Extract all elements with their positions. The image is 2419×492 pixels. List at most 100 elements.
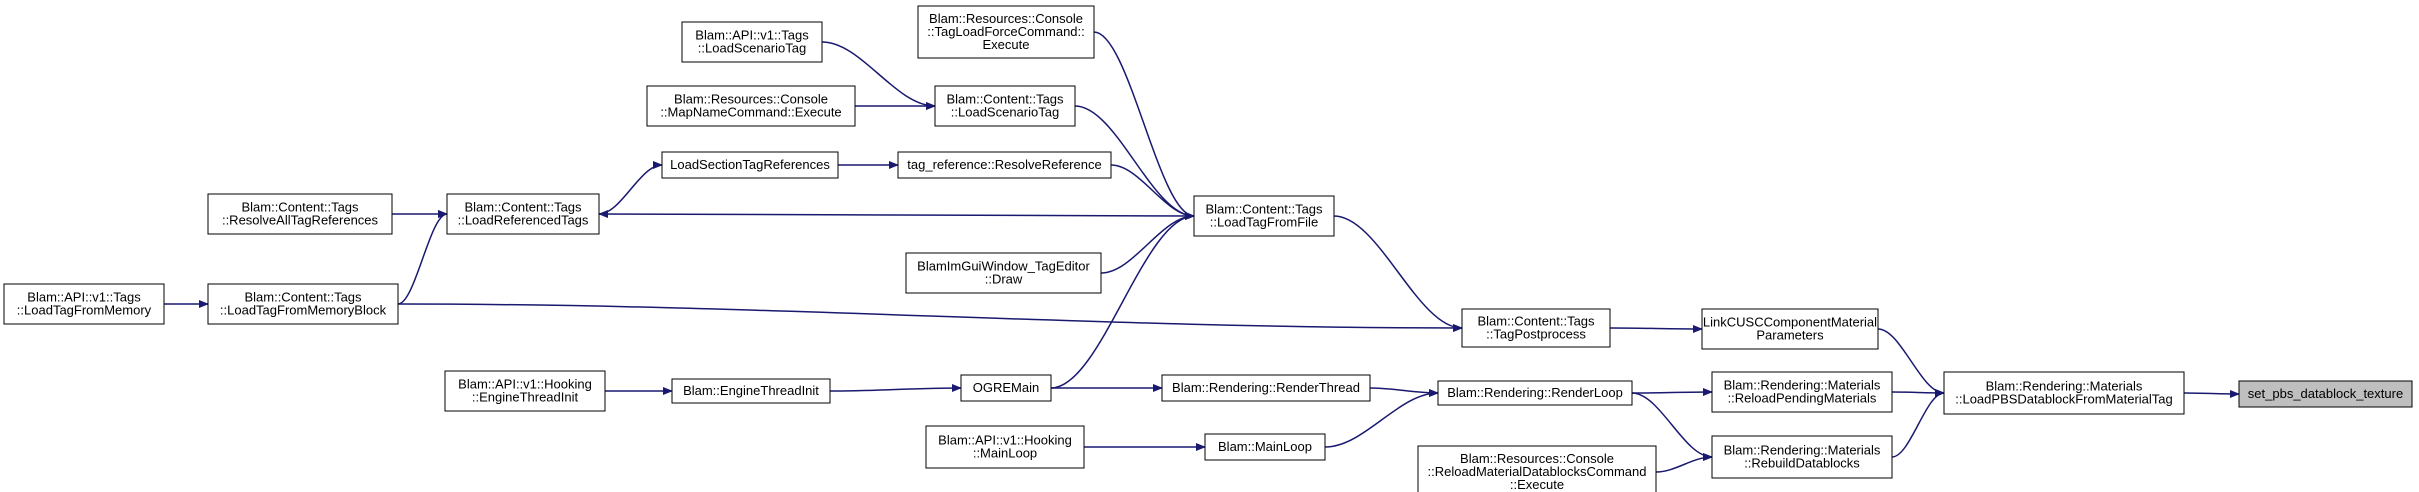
node-label-line: tag_reference::ResolveReference	[907, 157, 1101, 172]
node-label-line: Blam::Rendering::Materials	[1724, 443, 1881, 458]
node-load-section-tag-references[interactable]: LoadSectionTagReferences	[661, 151, 839, 179]
edge-render-loop-to-reload-pending	[1631, 388, 1713, 397]
node-render-loop[interactable]: Blam::Rendering::RenderLoop	[1437, 380, 1633, 406]
edge-reload-material-cmd-to-rebuild-datablocks	[1655, 453, 1713, 473]
node-label-line: ::RebuildDatablocks	[1744, 456, 1860, 471]
node-box[interactable]	[897, 151, 1112, 179]
edge-reload-pending-to-load-pbs	[1891, 388, 1945, 397]
node-box[interactable]	[1943, 371, 2185, 415]
node-box[interactable]	[1711, 435, 1893, 479]
node-map-name-command[interactable]: Blam::Resources::Console::MapNameCommand…	[646, 85, 856, 127]
node-load-pbs[interactable]: Blam::Rendering::Materials::LoadPBSDatab…	[1943, 371, 2185, 415]
edge-load-referenced-tags-to-load-section-tag-references	[598, 161, 663, 215]
node-hooking-engine-thread-init[interactable]: Blam::API::v1::Hooking::EngineThreadInit	[444, 370, 606, 412]
node-label-line: ::ResolveAllTagReferences	[222, 213, 379, 228]
node-label-line: Blam::Rendering::RenderThread	[1172, 380, 1360, 395]
node-load-referenced-tags[interactable]: Blam::Content::Tags::LoadReferencedTags	[446, 193, 600, 235]
node-label-line: ::Execute	[1510, 477, 1564, 492]
node-box[interactable]	[681, 21, 823, 63]
node-render-thread[interactable]: Blam::Rendering::RenderThread	[1161, 374, 1371, 402]
edge-rebuild-datablocks-to-load-pbs	[1891, 389, 1945, 458]
node-label-line: Blam::Content::Tags	[946, 92, 1064, 107]
node-label-line: Blam::Rendering::Materials	[1986, 379, 2143, 394]
node-box[interactable]	[1204, 433, 1326, 461]
node-label-line: Blam::Content::Tags	[244, 290, 362, 305]
node-set-pbs[interactable]: set_pbs_datablock_texture	[2238, 380, 2413, 408]
node-label-line: ::Draw	[985, 272, 1023, 287]
node-box[interactable]	[2238, 380, 2413, 408]
node-tag-postprocess[interactable]: Blam::Content::Tags::TagPostprocess	[1461, 308, 1611, 348]
node-label-line: Blam::Resources::Console	[929, 11, 1083, 26]
node-label-line: Blam::EngineThreadInit	[683, 383, 819, 398]
node-box[interactable]	[646, 85, 856, 127]
edge-engine-thread-init-to-ogremain	[829, 384, 962, 393]
node-reload-pending[interactable]: Blam::Rendering::Materials::ReloadPendin…	[1711, 371, 1893, 413]
node-load-scenario-tag[interactable]: Blam::Content::Tags::LoadScenarioTag	[934, 85, 1076, 127]
node-box[interactable]	[446, 193, 600, 235]
edge-tag-load-force-command-to-load-tag-from-file	[1093, 31, 1195, 220]
node-label-line: Blam::API::v1::Hooking	[938, 433, 1072, 448]
edge-load-tag-from-memory-block-to-load-referenced-tags	[397, 210, 448, 305]
node-label-line: ::MainLoop	[973, 446, 1037, 461]
node-apiload-scenario-tag[interactable]: Blam::API::v1::Tags::LoadScenarioTag	[681, 21, 823, 63]
node-resolve-reference[interactable]: tag_reference::ResolveReference	[897, 151, 1112, 179]
node-ogremain[interactable]: OGREMain	[960, 374, 1052, 402]
node-box[interactable]	[1437, 380, 1633, 406]
edge-apiload-scenario-tag-to-load-scenario-tag	[821, 41, 936, 110]
edge-load-tag-from-memory-block-to-tag-postprocess	[397, 303, 1463, 332]
node-label-line: Blam::Rendering::Materials	[1724, 378, 1881, 393]
node-box[interactable]	[207, 283, 399, 325]
node-label-line: ::LoadPBSDatablockFromMaterialTag	[1955, 392, 2173, 407]
node-box[interactable]	[671, 378, 831, 404]
node-label-line: ::MapNameCommand::Execute	[660, 105, 841, 120]
node-box[interactable]	[960, 374, 1052, 402]
node-label-line: ::LoadReferencedTags	[458, 213, 589, 228]
node-blam-im-gui-draw[interactable]: BlamImGuiWindow_TagEditor::Draw	[905, 252, 1102, 294]
edges-layer	[163, 31, 2240, 473]
node-box[interactable]	[934, 85, 1076, 127]
node-box[interactable]	[1711, 371, 1893, 413]
node-box[interactable]	[3, 283, 165, 325]
node-resolve-all-tag-references[interactable]: Blam::Content::Tags::ResolveAllTagRefere…	[207, 193, 393, 235]
node-box[interactable]	[905, 252, 1102, 294]
node-label-line: LinkCUSCComponentMaterial	[1703, 315, 1877, 330]
node-label-line: ::ReloadMaterialDatablocksCommand	[1428, 464, 1647, 479]
node-box[interactable]	[1461, 308, 1611, 348]
node-box[interactable]	[207, 193, 393, 235]
node-tag-load-force-command[interactable]: Blam::Resources::Console::TagLoadForceCo…	[917, 5, 1095, 59]
node-label-line: Blam::Resources::Console	[674, 92, 828, 107]
node-label-line: ::TagPostprocess	[1486, 327, 1586, 342]
node-load-tag-from-file[interactable]: Blam::Content::Tags::LoadTagFromFile	[1193, 195, 1335, 237]
node-label-line: ::LoadTagFromMemory	[17, 303, 152, 318]
node-load-tag-from-memory-block[interactable]: Blam::Content::Tags::LoadTagFromMemoryBl…	[207, 283, 399, 325]
node-box[interactable]	[1701, 308, 1879, 350]
node-box[interactable]	[917, 5, 1095, 59]
node-label-line: BlamImGuiWindow_TagEditor	[917, 259, 1090, 274]
node-reload-material-cmd[interactable]: Blam::Resources::Console::ReloadMaterial…	[1417, 445, 1657, 492]
node-label-line: Blam::Content::Tags	[464, 200, 582, 215]
edge-main-loop-to-render-loop	[1324, 389, 1439, 448]
edge-load-tag-from-file-to-tag-postprocess	[1333, 215, 1463, 332]
node-label-line: Parameters	[1756, 328, 1824, 343]
node-label-line: ::ReloadPendingMaterials	[1728, 391, 1877, 406]
nodes-layer: set_pbs_datablock_textureBlam::Rendering…	[3, 5, 2413, 492]
node-box[interactable]	[1417, 445, 1657, 492]
node-box[interactable]	[661, 151, 839, 179]
node-engine-thread-init[interactable]: Blam::EngineThreadInit	[671, 378, 831, 404]
node-box[interactable]	[1161, 374, 1371, 402]
node-label-line: Blam::MainLoop	[1218, 439, 1312, 454]
node-hooking-main-loop[interactable]: Blam::API::v1::Hooking::MainLoop	[925, 425, 1085, 469]
node-rebuild-datablocks[interactable]: Blam::Rendering::Materials::RebuildDatab…	[1711, 435, 1893, 479]
node-box[interactable]	[444, 370, 606, 412]
node-label-line: Blam::Content::Tags	[241, 200, 359, 215]
node-main-loop[interactable]: Blam::MainLoop	[1204, 433, 1326, 461]
edge-load-scenario-tag-to-load-tag-from-file	[1074, 105, 1195, 220]
node-label-line: Blam::Rendering::RenderLoop	[1447, 385, 1623, 400]
node-label-line: Blam::API::v1::Hooking	[458, 377, 592, 392]
node-box[interactable]	[1193, 195, 1335, 237]
node-box[interactable]	[925, 425, 1085, 469]
node-label-line: Execute	[983, 37, 1030, 52]
node-apiload-tag-from-memory[interactable]: Blam::API::v1::Tags::LoadTagFromMemory	[3, 283, 165, 325]
